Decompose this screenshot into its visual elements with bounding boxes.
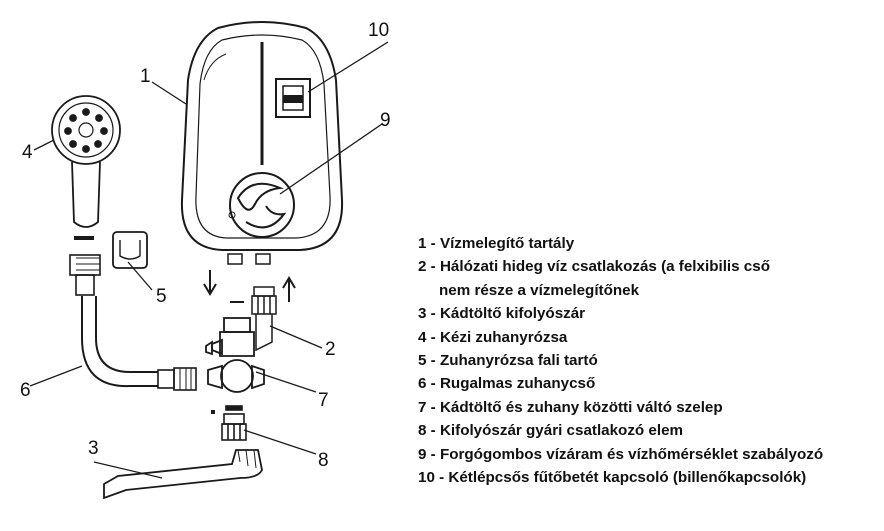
legend-item-2: 2 - Hálózati hideg víz csatlakozás (a fe… — [418, 258, 770, 299]
legend-item-7: 7 - Kádtöltő és zuhany közötti váltó sze… — [418, 398, 723, 416]
legend-item-6: 6 - Rugalmas zuhanycső — [418, 375, 596, 393]
legend-item-1: 1 - Vízmelegítő tartály — [418, 235, 575, 252]
leader-lines — [29, 41, 389, 479]
hand-shower-head — [51, 95, 121, 240]
callout-2: 2 — [325, 339, 336, 360]
control-knob — [228, 172, 295, 238]
callout-3: 3 — [88, 438, 99, 459]
spout-connector — [211, 405, 247, 441]
arrow-down-icon — [203, 270, 217, 296]
legend-item-5: 5 - Zuhanyrózsa fali tartó — [418, 352, 598, 370]
legend-item-8: 8 - Kifolyószár gyári csatlakozó elem — [418, 422, 684, 440]
callout-1: 1 — [140, 66, 151, 87]
wall-holder — [112, 231, 148, 269]
two-stage-switch — [275, 78, 311, 118]
legend-item-3: 3 - Kádtöltő kifolyószár — [418, 305, 586, 323]
callout-5: 5 — [156, 286, 167, 307]
callout-9: 9 — [380, 110, 391, 131]
parts-legend: 1 - Vízmelegítő tartály 2 - Hálózati hid… — [418, 232, 878, 489]
arrow-up-icon — [282, 276, 296, 302]
separator-mark — [230, 301, 244, 303]
cold-water-connector — [251, 286, 277, 352]
callout-10: 10 — [368, 20, 389, 41]
legend-item-9: 9 - Forgógombos vízáram és vízhőmérsékle… — [418, 445, 824, 463]
callout-6: 6 — [20, 380, 31, 401]
bath-filler-spout — [103, 449, 263, 500]
callout-8: 8 — [318, 450, 329, 471]
flexible-shower-hose — [69, 254, 197, 391]
water-heater-tank — [180, 21, 344, 265]
legend-item-4: 4 - Kézi zuhanyrózsa — [418, 328, 568, 346]
callout-7: 7 — [318, 390, 329, 411]
callout-4: 4 — [22, 142, 33, 163]
legend-item-10: 10 - Kétlépcsős fűtőbetét kapcsoló (bill… — [418, 469, 807, 487]
diverter-valve — [205, 317, 265, 393]
